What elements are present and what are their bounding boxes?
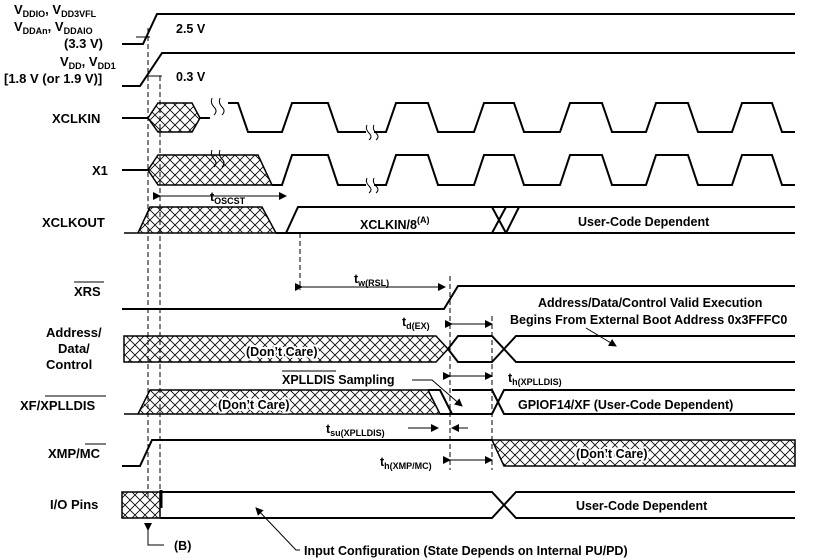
address-label-3: Control <box>46 357 92 372</box>
sampling-pointer <box>412 379 463 407</box>
thxplldis-label: th(XPLLDIS) <box>508 371 562 387</box>
xclkin-waveform <box>122 102 795 133</box>
vddio-label: VDDIO, VDD3VFL VDDAn, VDDAIO (3.3 V) <box>14 2 103 51</box>
xclkout-label: XCLKOUT <box>42 215 105 230</box>
xrs-label: XRS <box>74 284 101 299</box>
input-config-pointer <box>255 507 300 551</box>
xclkin-label: XCLKIN <box>52 111 100 126</box>
xclkout-waveform <box>124 206 795 234</box>
vdd-waveform <box>122 52 795 87</box>
xf-label: XF/XPLLDIS <box>20 398 95 413</box>
twrsl-label: tw(RSL) <box>354 272 389 288</box>
address-valid-line2: Begins From External Boot Address 0x3FFF… <box>510 313 787 327</box>
svg-text:VDDIO, VDD3VFL: VDDIO, VDD3VFL <box>14 2 97 19</box>
xrs-waveform <box>122 285 795 310</box>
svg-text:VDD, VDD1: VDD, VDD1 <box>60 54 116 71</box>
io-user-code-label: User-Code Dependent <box>576 499 708 513</box>
svg-text:VDDAn, VDDAIO: VDDAn, VDDAIO <box>14 19 93 36</box>
io-waveform <box>121 490 795 519</box>
x1-label: X1 <box>92 163 108 178</box>
vddio-2v5-label: 2.5 V <box>176 22 206 36</box>
input-config-label: Input Configuration (State Depends on In… <box>304 544 628 558</box>
x1-break-mark <box>210 149 379 194</box>
xmp-label: XMP/MC <box>48 446 101 461</box>
note-b-pointer <box>144 523 164 546</box>
tdex-label: td(EX) <box>402 315 430 331</box>
xmp-dont-care: (Don’t Care) <box>576 447 648 461</box>
tsu-label: tsu(XPLLDIS) <box>326 422 385 438</box>
xclkin8-label: XCLKIN/8(A) <box>360 215 429 232</box>
xmp-waveform <box>122 439 796 467</box>
address-valid-pointer <box>585 327 617 347</box>
io-label: I/O Pins <box>50 497 98 512</box>
x1-waveform <box>122 154 795 186</box>
thxmp-label: th(XMP/MC) <box>380 455 432 471</box>
vddio-waveform <box>122 13 795 45</box>
xplldis-sampling-label: XPLLDIS Sampling <box>282 373 395 387</box>
xf-dont-care: (Don’t Care) <box>218 398 290 412</box>
address-label-2: Data/ <box>58 341 90 356</box>
xf-waveform <box>124 389 795 415</box>
vddio-voltage: (3.3 V) <box>64 36 103 51</box>
address-valid-line1: Address/Data/Control Valid Execution <box>538 296 762 310</box>
vdd-0v3-label: 0.3 V <box>176 70 206 84</box>
address-dont-care: (Don’t Care) <box>246 345 318 359</box>
xclkout-user-code-label: User-Code Dependent <box>578 215 710 229</box>
vdd-voltage: [1.8 V (or 1.9 V)] <box>4 71 102 86</box>
address-waveform <box>123 335 795 363</box>
toscst-label: tOSCST <box>210 190 246 206</box>
note-b-label: (B) <box>174 539 191 553</box>
gpio-label: GPIOF14/XF (User-Code Dependent) <box>518 398 733 412</box>
address-label-1: Address/ <box>46 325 102 340</box>
vdd-label: VDD, VDD1 [1.8 V (or 1.9 V)] <box>4 54 116 86</box>
xclkin-break-mark <box>210 97 379 141</box>
